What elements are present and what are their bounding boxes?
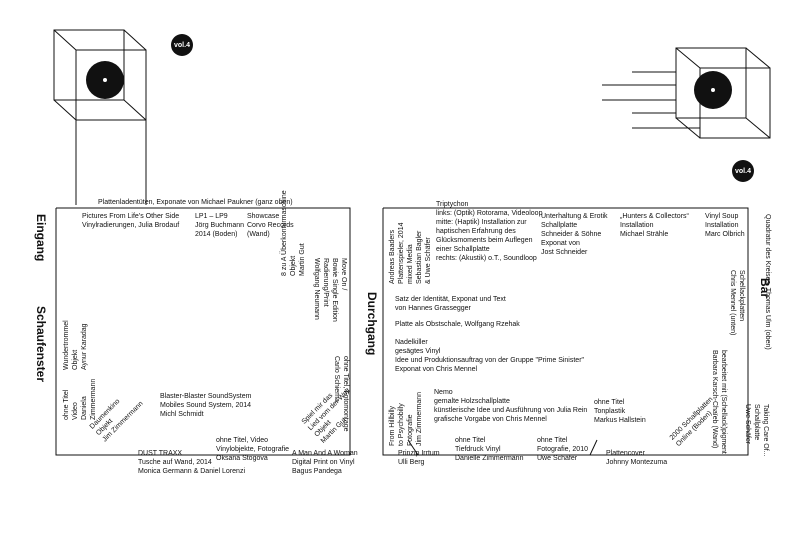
exhibit-oksana: ohne Titel, Video Vinylobjekte, Fotograf… <box>216 437 290 462</box>
exhibit-unterhaltung: Unterhaltung & Erotik Schallplatte Schne… <box>541 213 608 256</box>
vol-badge-left: vol.4 <box>171 34 193 56</box>
exhibit-blaster: Blaster-Blaster SoundSystem Mobiles Soun… <box>160 393 252 418</box>
right-record-cube <box>602 47 771 139</box>
exhibit-tonplastik: ohne Titel Tonplastik Markus Hallstein <box>594 399 646 424</box>
exhibit-takingcare: Taking Care Of... Schallplatte Uwe Schäf… <box>744 404 769 457</box>
wall-label-durchgang: Durchgang <box>365 292 379 356</box>
exhibit-wundertrommel: Wundertrommel Objekt Aynur Karadag <box>63 320 88 370</box>
exhibit-nadelkiller: Nadelkiller gesägtes Vinyl Idee und Prod… <box>395 339 585 373</box>
wall-label-eingang: Eingang <box>34 214 48 262</box>
exhibit-vinylsoup: Vinyl Soup Installation Marc Olbrich <box>705 213 745 238</box>
exhibit-abeck: 8 zu A Überkonturmaschine Objekt Martin … <box>281 190 306 276</box>
exhibit-satz: Satz der Identität, Exponat und Text von… <box>395 296 506 312</box>
exhibit-ohnetitel-tiefdruck: ohne Titel Tiefdruck Vinyl Danielle Zimm… <box>455 437 524 462</box>
exhibit-carlo: ohne Titel, Fotomontage Carlo Schiema <box>333 356 349 432</box>
exhibit-schellack: Schellackplatten Chris Mennel (unten) <box>729 270 745 336</box>
exhibit-pictures: Pictures From Life’s Other Side Vinylrad… <box>82 213 180 229</box>
exhibit-andreas: Andreas Baaders Plattenspieler, 2014 mix… <box>389 222 432 285</box>
exhibit-platte: Platte als Obstschale, Wolfgang Rzehak <box>395 321 520 328</box>
exhibit-quadratur: Quadratur des Kreises, Thomas Ulm (oben) <box>764 214 771 350</box>
exhibit-plattencover: Plattencover Johnny Montezuma <box>606 450 668 466</box>
exhibit-showcase: Showcase Corvo Records (Wand) <box>247 213 294 238</box>
exhibit-triptychon: Triptychon links: (Optik) Rotorama, Vide… <box>436 201 543 262</box>
exhibit-manwoman: A Man And A Woman Digital Print on Vinyl… <box>292 450 358 475</box>
exhibit-prinzip: Prinzip Irrtum Ulli Berg <box>398 450 440 466</box>
exhibit-dusttraxx: DUST TRAXX Tusche auf Wand, 2014 Monica … <box>138 450 245 475</box>
exhibit-lp: LP1 – LP9 Jörg Buchmann 2014 (Boden) <box>195 213 245 238</box>
exhibit-ohnetitel-video: ohne Titel Video Daniela Zimmermann <box>63 378 97 420</box>
exhibit-hillbilly: From Hillbilly to Psychobilly Fotografie… <box>389 391 423 446</box>
left-record-cube <box>53 29 147 205</box>
wall-label-schaufenster: Schaufenster <box>34 306 48 383</box>
room-top-caption: Plattenladentüten, Exponate von Michael … <box>98 199 293 206</box>
exhibit-hunters: „Hunters & Collectors“ Installation Mich… <box>620 213 689 238</box>
exhibit-moveon: Move On / Bowie Single Edition Radierung… <box>313 258 347 322</box>
exhibit-nemo: Nemo gemalte Holzschallplatte künstleris… <box>434 389 588 423</box>
vol-badge-right: vol.4 <box>732 160 754 182</box>
exhibit-ohnetitel-fotografie: ohne Titel Fotografie, 2010 Uwe Schäfer <box>537 437 588 462</box>
